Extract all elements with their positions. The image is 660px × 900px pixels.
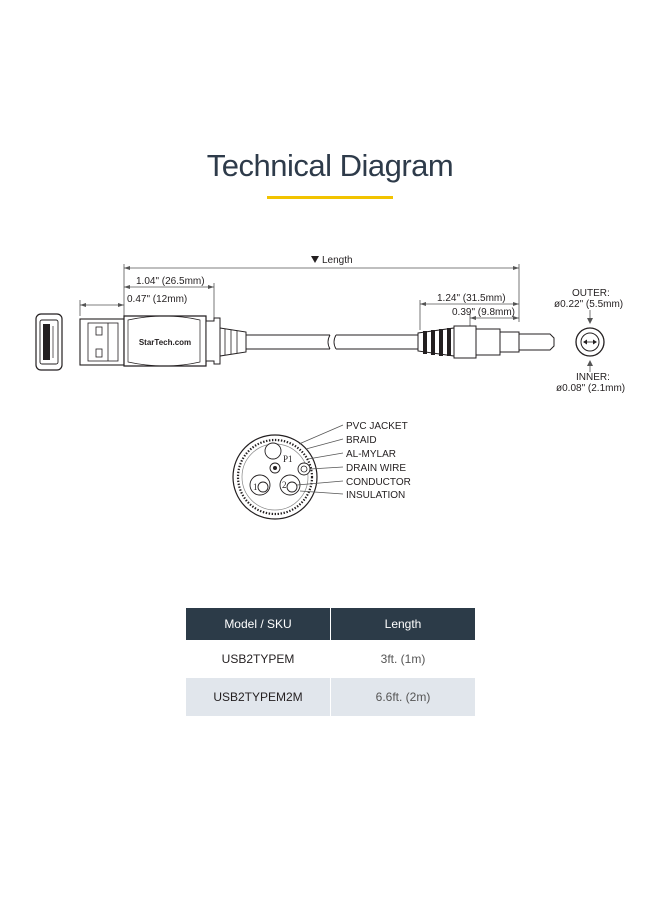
dim-tip-b: 0.39" (9.8mm) [452, 307, 515, 318]
inner-label: INNER: [576, 372, 610, 383]
table-header-row: Model / SKU Length [186, 608, 475, 640]
title-underline [267, 196, 393, 199]
spec-table: Model / SKU Length USB2TYPEM 3ft. (1m) U… [186, 608, 475, 716]
inner-value: ø0.08" (2.1mm) [556, 383, 625, 394]
dim-overall-a: 1.04" (26.5mm) [136, 276, 205, 287]
cell-length: 3ft. (1m) [380, 652, 426, 666]
cell-sku: USB2TYPEM [186, 640, 331, 678]
usb-a-male-plug-icon: StarTech.com [79, 315, 247, 367]
page-title: Technical Diagram [206, 148, 454, 183]
label-pvc-jacket: PVC JACKET [346, 421, 408, 432]
callout-leaders [296, 424, 344, 495]
cable-icon [246, 334, 418, 350]
length-label: Length [322, 255, 353, 266]
technical-diagram: Length 1.04" (26.5mm) 0.47" (12mm) 1.24"… [35, 255, 625, 520]
header-length: Length [330, 608, 475, 640]
cell-sku: USB2TYPEM2M [186, 678, 331, 716]
label-drain-wire: DRAIN WIRE [346, 463, 406, 474]
pin-label-p1: P1 [283, 454, 293, 464]
label-conductor: CONDUCTOR [346, 477, 411, 488]
outer-value: ø0.22" (5.5mm) [554, 299, 623, 310]
dimension-arrows [80, 266, 519, 320]
label-braid: BRAID [346, 435, 377, 446]
cross-section-labels: PVC JACKET BRAID AL-MYLAR DRAIN WIRE CON… [346, 421, 411, 501]
outer-label: OUTER: [572, 288, 610, 299]
cell-length: 6.6ft. (2m) [330, 678, 475, 716]
pin-label-2: 2 [282, 480, 287, 490]
dimension-lines [79, 264, 520, 330]
label-al-mylar: AL-MYLAR [346, 449, 396, 460]
label-insulation: INSULATION [346, 490, 405, 501]
table-row: USB2TYPEM 3ft. (1m) [186, 640, 475, 678]
dc-barrel-plug-icon [417, 325, 555, 359]
usb-a-female-end-icon [35, 313, 63, 371]
brand-logo: StarTech.com [139, 338, 191, 347]
table-row: USB2TYPEM2M 6.6ft. (2m) [186, 678, 475, 716]
length-marker-icon [311, 256, 319, 263]
dim-connector-a: 0.47" (12mm) [127, 294, 187, 305]
dc-tip-end-view-icon [575, 310, 605, 372]
cable-cross-section-icon: P1 1 2 [232, 434, 318, 520]
dim-overall-b: 1.24" (31.5mm) [437, 293, 506, 304]
pin-label-1: 1 [253, 482, 258, 492]
header-model-sku: Model / SKU [186, 608, 331, 640]
